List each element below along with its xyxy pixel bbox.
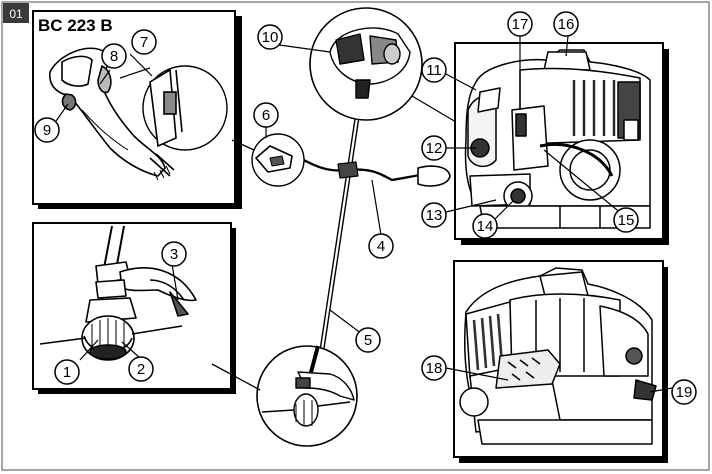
page-tag-text: 01 [9,7,23,21]
callout-2-label: 2 [137,361,145,378]
callout-18: 18 [421,355,447,381]
callout-7-label: 7 [140,34,148,51]
callout-18-label: 18 [426,360,443,377]
callout-1-label: 1 [63,364,71,381]
trimmer-head-illustration [39,225,197,361]
engine-left-panel [453,260,668,463]
callout-11-label: 11 [426,62,442,79]
callout-10-label: 10 [262,29,279,46]
callout-4: 4 [368,233,394,259]
engine-right-panel [454,42,669,245]
engine-right-illustration [464,49,651,229]
switch-magnifier [119,65,228,151]
callout-15: 15 [613,207,639,233]
callout-9-label: 9 [43,122,51,139]
callout-7: 7 [131,29,157,55]
callout-3-label: 3 [170,246,178,263]
callout-16: 16 [553,11,579,37]
callout-1: 1 [54,359,80,385]
callout-10: 10 [257,24,283,50]
callout-13-label: 13 [426,207,443,224]
brushcutter-overview [211,7,457,447]
engine-left-illustration [459,267,657,445]
callout-14-label: 14 [477,218,494,235]
callout-5: 5 [355,327,381,353]
callout-4-label: 4 [377,238,385,255]
callout-12: 12 [421,135,447,161]
callout-16-label: 16 [558,16,575,33]
handle-detail-panel: BC 223 B [32,10,242,209]
callout-17: 17 [507,11,533,37]
callout-15-label: 15 [618,212,635,229]
callout-5-label: 5 [364,332,372,349]
callout-11: 11 [421,57,447,83]
callout-19-label: 19 [676,384,693,401]
callout-2: 2 [128,356,154,382]
model-label: BC 223 B [38,16,113,35]
callout-6: 6 [253,102,279,128]
callout-8-label: 8 [110,48,118,65]
callout-19: 19 [671,379,697,405]
callout-14: 14 [472,213,498,239]
callout-17-label: 17 [512,16,529,33]
callout-12-label: 12 [426,140,443,157]
callout-13: 13 [421,202,447,228]
callout-3: 3 [161,241,187,267]
callout-8: 8 [101,43,127,69]
page-tag: 01 [3,3,29,23]
callout-6-label: 6 [262,107,270,124]
callout-9: 9 [34,117,60,143]
leader-lines [53,35,673,393]
